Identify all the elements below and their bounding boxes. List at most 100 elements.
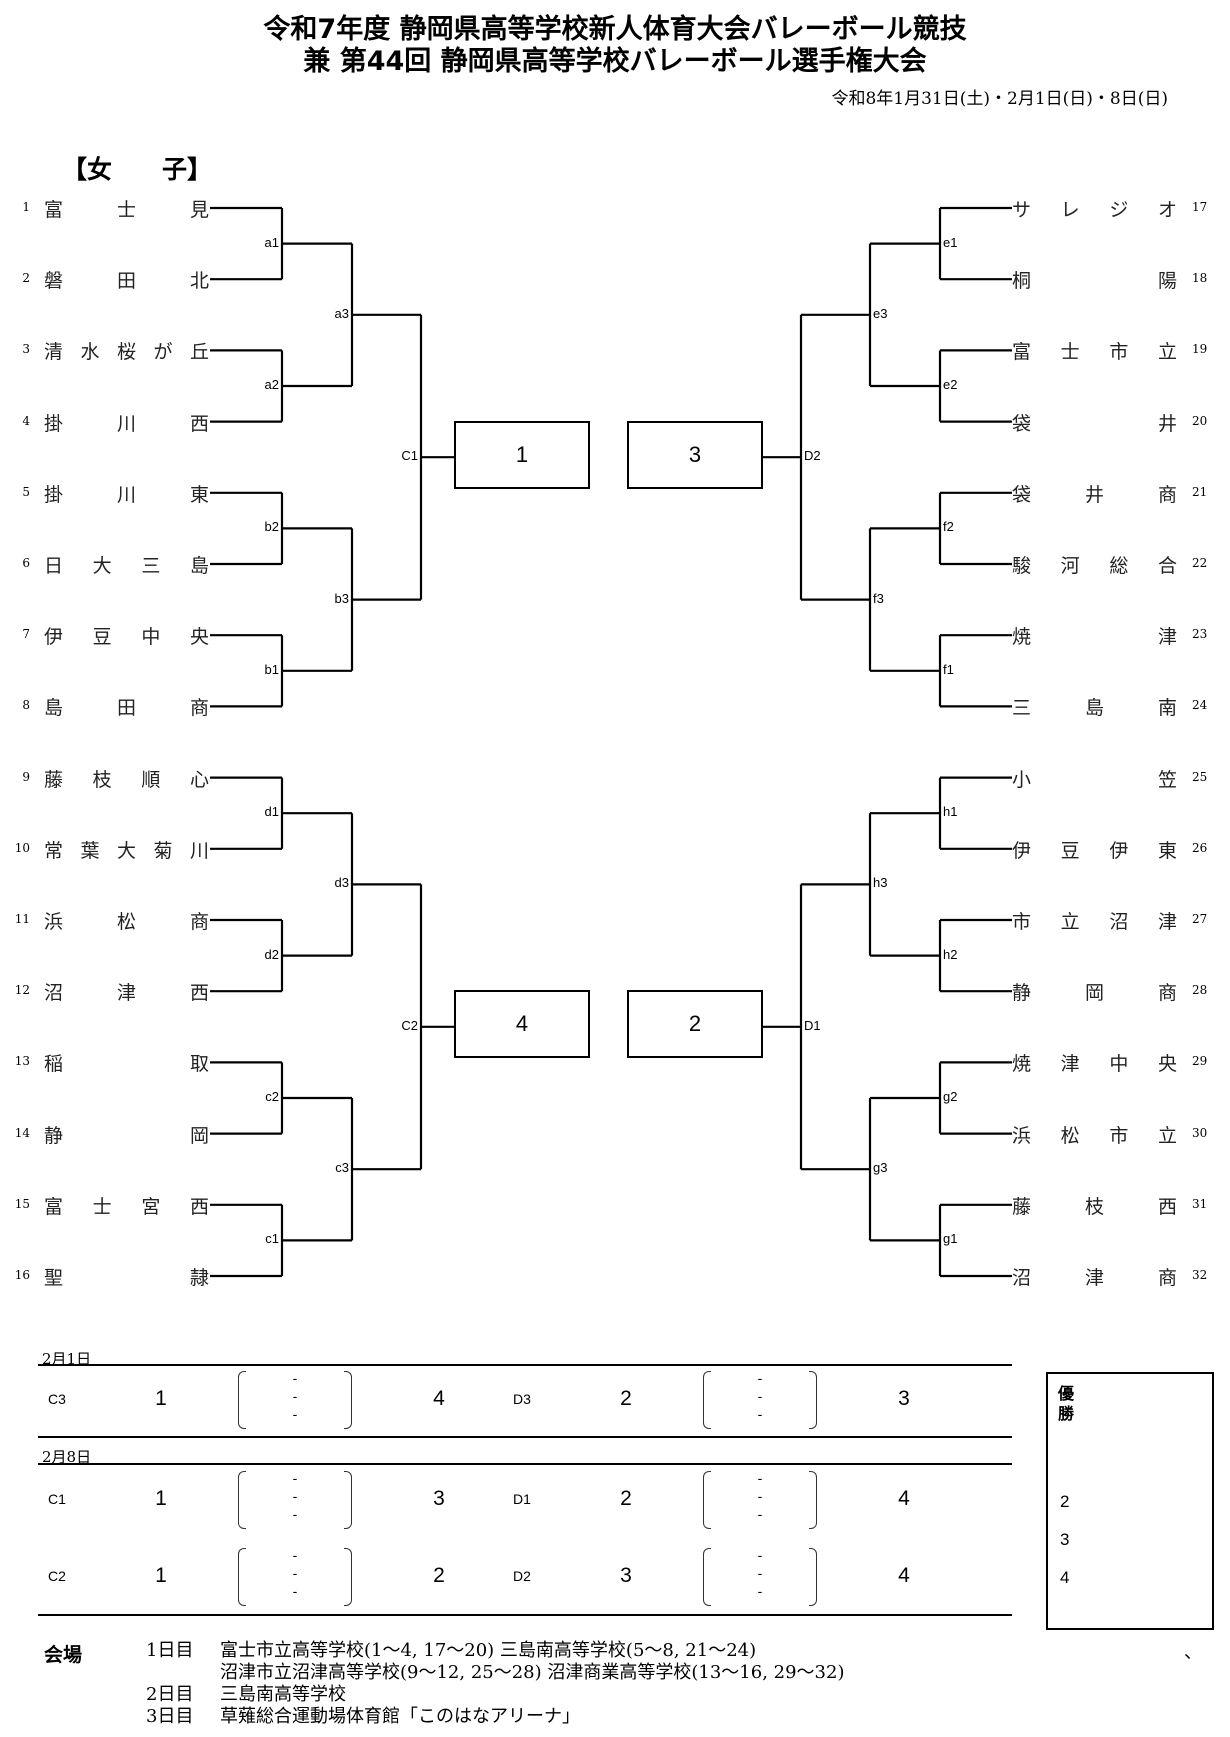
score-placeholder: -: [292, 1388, 298, 1404]
team-name-char: 岡: [1084, 982, 1104, 1005]
team-seed: 32: [1192, 1268, 1208, 1282]
team-name-char: 田: [116, 270, 136, 293]
team-name-char: 伊: [1012, 839, 1032, 862]
bracket-close: [344, 1548, 352, 1606]
team-name-char: 立: [1157, 1124, 1177, 1147]
score-entry[interactable]: ---: [703, 1548, 817, 1606]
venue-day3-label: 3日目: [146, 1706, 194, 1727]
bracket-open: [238, 1471, 246, 1529]
team-name: 稲取: [44, 1049, 209, 1076]
score-entry[interactable]: ---: [703, 1371, 817, 1429]
team-name-char: サ: [1012, 199, 1032, 221]
place-4: 4: [1060, 1568, 1070, 1587]
team-name-char: 合: [1157, 555, 1177, 577]
team-name: 駿河総合: [1012, 551, 1177, 578]
winner-box: 優勝 2 3 4: [1046, 1372, 1214, 1630]
team-name-char: 総: [1109, 555, 1129, 577]
section-title: 【女 子】: [62, 155, 213, 184]
team-name-char: 商: [1157, 483, 1177, 506]
team-seed: 23: [1192, 627, 1208, 642]
team-name-char: 商: [1157, 982, 1177, 1005]
team-name-char: 央: [1157, 1053, 1177, 1076]
team-name-char: 津: [1157, 626, 1177, 649]
team-name-char: 陽: [1157, 270, 1177, 293]
team-name-char: 丘: [189, 341, 209, 364]
score-entry[interactable]: ---: [238, 1548, 352, 1606]
semifinal-box-bottom-right: 2: [627, 990, 763, 1058]
team-name-char: 心: [189, 768, 209, 791]
match-label-D1: D1: [804, 1017, 821, 1033]
team-seed: 8: [22, 698, 30, 713]
team-name-char: 富: [1012, 341, 1032, 364]
score-placeholder: -: [757, 1370, 763, 1386]
score-entry[interactable]: ---: [703, 1471, 817, 1529]
bracket-open: [703, 1371, 711, 1429]
match-code: C2: [48, 1568, 66, 1584]
team-name-char: 西: [1157, 1195, 1177, 1218]
match-label-a2: a2: [264, 377, 279, 392]
score-entry[interactable]: - - -: [238, 1371, 352, 1429]
bracket-close: [344, 1471, 352, 1529]
team-name: 掛川東: [44, 480, 209, 507]
score-placeholder: -: [292, 1583, 298, 1599]
match-label-C2: C2: [401, 1017, 418, 1033]
team-seed: 11: [14, 912, 30, 926]
team-name: 沼津西: [44, 978, 209, 1005]
team-name: 浜松商: [44, 907, 209, 934]
match-label-f3: f3: [873, 590, 884, 606]
team-name: 富士見: [44, 195, 209, 222]
team-name-char: 沼: [1109, 911, 1129, 933]
team-name-char: 津: [1157, 911, 1177, 933]
team-name-char: 枝: [1084, 1195, 1104, 1218]
score-placeholder: -: [292, 1406, 298, 1422]
team-name-char: 浜: [44, 911, 64, 933]
venue-heading: 会場: [44, 1644, 83, 1666]
team-name-char: 浜: [1012, 1124, 1032, 1147]
team-name-char: 笠: [1157, 768, 1177, 791]
team-name-char: 稲: [44, 1053, 64, 1076]
score-placeholder: -: [292, 1370, 298, 1386]
score-placeholder: -: [292, 1547, 298, 1563]
match-label-b2: b2: [264, 519, 279, 535]
team-seed: 9: [22, 769, 30, 784]
team-name-char: 桜: [116, 341, 136, 364]
team-seed: 4: [22, 413, 30, 428]
team-name: 藤枝西: [1012, 1192, 1177, 1219]
match-team-b: 3: [433, 1487, 445, 1510]
match-label-e1: e1: [943, 234, 958, 250]
bracket-open: [238, 1371, 246, 1429]
match-label-g2: g2: [943, 1089, 958, 1104]
score-entry[interactable]: ---: [238, 1471, 352, 1529]
match-team-b: 4: [433, 1387, 445, 1410]
match-label-f1: f1: [943, 661, 954, 677]
team-name: 焼津中央: [1012, 1049, 1177, 1076]
team-name: 桐陽: [1012, 266, 1177, 293]
score-placeholder: -: [757, 1406, 763, 1422]
venue-day3-line1: 草薙総合運動場体育館「このはなアリーナ」: [220, 1706, 580, 1727]
team-name: 清水桜が丘: [44, 337, 209, 364]
match-team-b: 2: [433, 1564, 445, 1587]
team-name-char: 清: [44, 341, 64, 364]
score-placeholder: -: [757, 1583, 763, 1599]
team-name: 袋井: [1012, 409, 1177, 436]
team-name-char: 中: [1109, 1053, 1129, 1076]
team-name-char: 市: [1109, 1124, 1129, 1147]
team-seed: 25: [1192, 769, 1208, 784]
score-placeholder: -: [757, 1565, 763, 1581]
team-name: 掛川西: [44, 409, 209, 436]
team-name-char: 東: [189, 483, 209, 506]
team-seed: 7: [22, 627, 30, 642]
match-team-a: 1: [155, 1487, 167, 1510]
match-code: C3: [48, 1391, 66, 1407]
place-2: 2: [1060, 1492, 1070, 1511]
team-name-char: 豆: [1060, 839, 1080, 862]
team-seed: 30: [1192, 1125, 1208, 1140]
match-label-g1: g1: [943, 1231, 958, 1247]
team-name-char: 士: [1060, 341, 1080, 364]
bracket-close: [809, 1548, 817, 1606]
team-name-char: 常: [44, 839, 64, 862]
team-name-char: 西: [189, 412, 209, 435]
match-label-h3: h3: [873, 875, 888, 891]
match-team-b: 3: [898, 1387, 910, 1410]
team-name: 焼津: [1012, 622, 1177, 649]
